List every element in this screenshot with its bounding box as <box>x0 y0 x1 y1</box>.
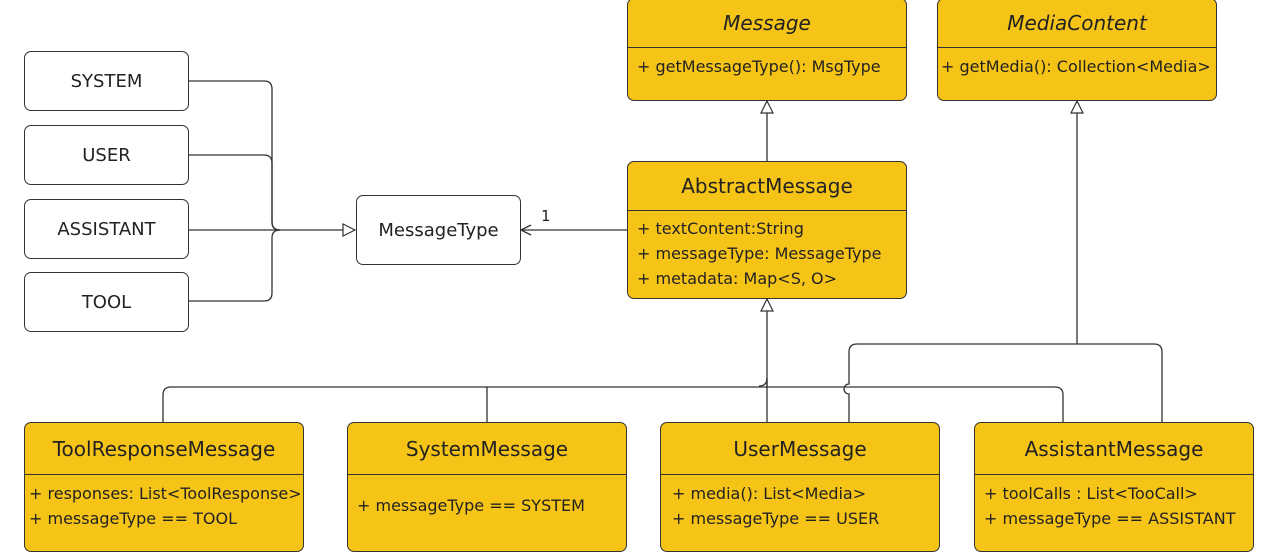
class-name: AssistantMessage <box>975 423 1253 475</box>
enum-user[interactable]: USER <box>24 125 189 185</box>
enum-system[interactable]: SYSTEM <box>24 51 189 111</box>
class-members: + textContent:String + messageType: Mess… <box>628 211 906 291</box>
class-name: SystemMessage <box>348 423 626 475</box>
assistant-message-class[interactable]: AssistantMessage + toolCalls : List<TooC… <box>974 422 1254 552</box>
member: + messageType == TOOL <box>29 509 238 528</box>
message-interface[interactable]: Message + getMessageType(): MsgType <box>627 0 907 101</box>
member: + getMedia(): Collection<Media> <box>941 57 1211 76</box>
enum-assistant[interactable]: ASSISTANT <box>24 199 189 259</box>
member: + messageType == SYSTEM <box>357 496 585 515</box>
system-message-class[interactable]: SystemMessage + messageType == SYSTEM <box>347 422 627 552</box>
enum-link-tool <box>188 229 281 302</box>
member: + messageType: MessageType <box>637 244 882 263</box>
class-name: Message <box>628 0 906 48</box>
user-message-class[interactable]: UserMessage + media(): List<Media> + mes… <box>660 422 940 552</box>
realize-media <box>843 343 1163 422</box>
message-type-box[interactable]: MessageType <box>356 195 521 265</box>
member: + toolCalls : List<TooCall> <box>984 484 1198 503</box>
class-name: UserMessage <box>661 423 939 475</box>
member: + responses: List<ToolResponse> <box>29 484 302 503</box>
class-members: + getMessageType(): MsgType <box>628 48 906 79</box>
inherit-bus <box>162 386 1064 422</box>
enum-link-user <box>188 154 281 231</box>
class-members: + messageType == SYSTEM <box>348 475 626 518</box>
member: + getMessageType(): MsgType <box>637 57 881 76</box>
media-content-interface[interactable]: MediaContent + getMedia(): Collection<Me… <box>937 0 1217 101</box>
class-name: ToolResponseMessage <box>25 423 303 475</box>
enum-tool[interactable]: TOOL <box>24 272 189 332</box>
abstract-message-class[interactable]: AbstractMessage + textContent:String + m… <box>627 161 907 299</box>
member: + metadata: Map<S, O> <box>637 269 838 288</box>
member: + messageType == ASSISTANT <box>984 509 1236 528</box>
multiplicity-label: 1 <box>541 207 551 225</box>
member: + media(): List<Media> <box>672 484 867 503</box>
class-name: AbstractMessage <box>628 162 906 211</box>
class-members: + getMedia(): Collection<Media> <box>938 48 1216 79</box>
tool-response-message-class[interactable]: ToolResponseMessage + responses: List<To… <box>24 422 304 552</box>
inherit-user-stem <box>758 377 768 422</box>
member: + textContent:String <box>637 219 804 238</box>
class-members: + responses: List<ToolResponse> + messag… <box>25 475 303 531</box>
class-members: + media(): List<Media> + messageType == … <box>661 475 939 531</box>
member: + messageType == USER <box>672 509 880 528</box>
class-members: + toolCalls : List<TooCall> + messageTyp… <box>975 475 1253 531</box>
class-name: MediaContent <box>938 0 1216 48</box>
